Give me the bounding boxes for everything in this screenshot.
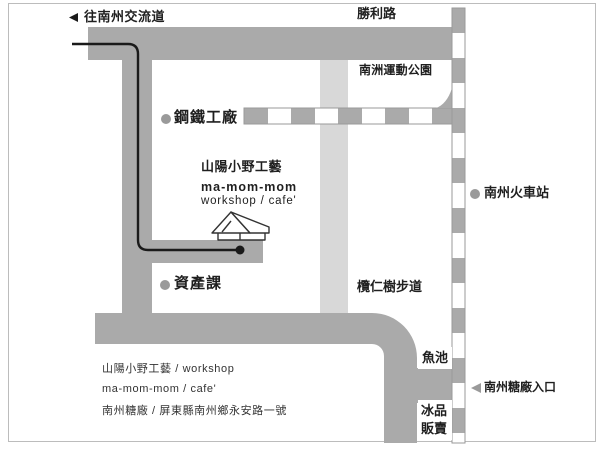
fish-pond-label: 魚池 [422, 350, 449, 365]
road-rail-fillet [436, 88, 452, 108]
entrance-arrow-icon [471, 383, 481, 393]
victory-road [88, 27, 452, 60]
sports-park-label: 南洲運動公園 [359, 63, 433, 77]
park-side-road [320, 60, 348, 313]
ice-shop-line2: 販賣 [421, 421, 448, 436]
route-line [72, 42, 240, 252]
train-station-marker-icon [470, 189, 480, 199]
assets-dept-label: 資產課 [174, 275, 223, 292]
house-icon [211, 211, 270, 241]
ice-shop-line1: 冰品 [421, 403, 448, 418]
map-border [8, 3, 596, 442]
workshop-title-label: 山陽小野工藝 [201, 159, 283, 174]
workshop-access-road [152, 240, 263, 263]
legend-line-cafe: ma-mom-mom / cafe' [102, 383, 217, 395]
tree-trail-label: 欖仁樹步道 [357, 279, 423, 294]
steel-factory-marker-icon [161, 114, 171, 124]
assets-dept-marker-icon [160, 280, 170, 290]
legend-line-workshop: 山陽小野工藝 / workshop [102, 363, 235, 375]
route-end-dot [235, 245, 245, 255]
ice-shop-label-box [418, 400, 452, 440]
interchange-label: 往南州交流道 [84, 9, 166, 24]
train-station-label: 南州火車站 [484, 185, 550, 200]
workshop-name-label: ma-mom-mom [201, 180, 298, 194]
railway-track [451, 7, 466, 444]
entrance-label: 南州糖廠入口 [484, 380, 557, 394]
legend-line-address: 南州糖廠 / 屏東縣南州鄉永安路一號 [102, 405, 287, 417]
shengli-road-label: 勝利路 [357, 6, 397, 21]
steel-factory-road [243, 107, 453, 125]
steel-factory-label: 鋼鐵工廠 [174, 109, 239, 126]
ice-shop-label: 冰品 販賣 [421, 402, 447, 438]
fish-pond-label-box [418, 347, 452, 369]
entrance-road [410, 368, 453, 403]
legend: 山陽小野工藝 / workshop ma-mom-mom / cafe' 南州糖… [102, 360, 287, 425]
workshop-type-label: workshop / cafe' [201, 195, 297, 207]
interchange-arrow-icon [69, 13, 78, 22]
south-road [95, 313, 417, 443]
